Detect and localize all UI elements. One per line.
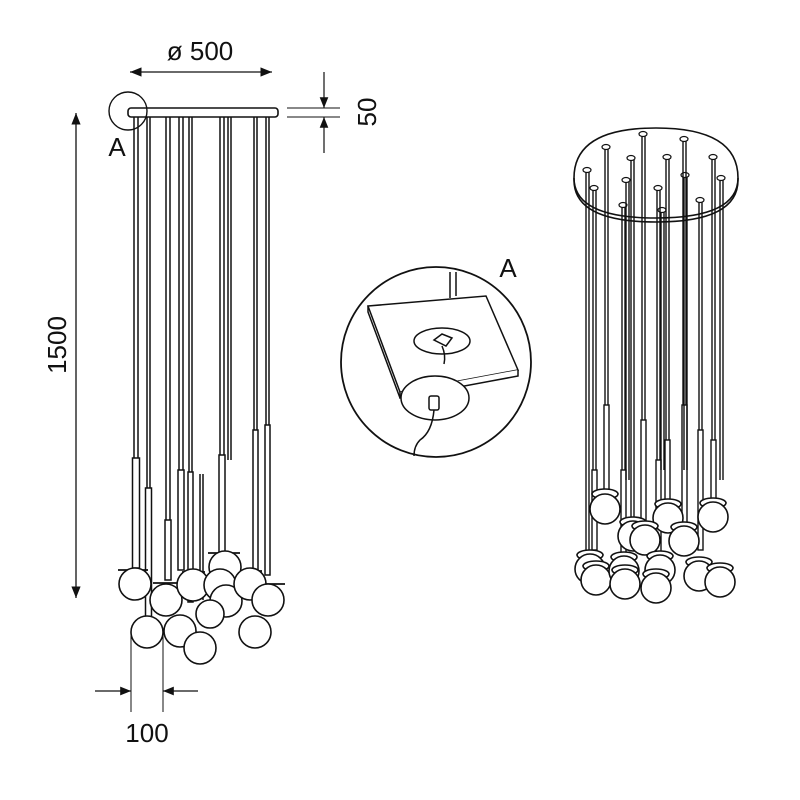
diameter-dimension: ø 500 [130, 36, 272, 77]
total-height-label: 1500 [42, 316, 72, 374]
canopy-disc [400, 375, 470, 457]
pendant-rods-perspective [585, 136, 724, 575]
suspension-points [582, 130, 726, 214]
detail-callout-circle [108, 91, 148, 131]
glass-balls-perspective [574, 488, 736, 604]
canopy-plate-front [127, 107, 279, 118]
canopy-height-dimension: 50 [287, 72, 382, 153]
glass-balls-front [118, 550, 285, 665]
pendant-group-front [118, 117, 285, 665]
detail-letter: A [499, 253, 517, 283]
diameter-label: ø 500 [167, 36, 234, 66]
detail-view-a: A [340, 253, 532, 458]
callout-letter: A [108, 132, 126, 162]
perspective-view [573, 127, 739, 604]
total-height-dimension: 1500 [42, 113, 81, 598]
canopy-height-label: 50 [352, 98, 382, 127]
front-view: ø 500 A 50 1500 100 [42, 36, 382, 748]
ball-size-label: 100 [125, 718, 168, 748]
canopy-plate-perspective [573, 127, 739, 223]
pendant-rods-front [131, 117, 271, 619]
ball-size-dimension: 100 [95, 630, 198, 748]
